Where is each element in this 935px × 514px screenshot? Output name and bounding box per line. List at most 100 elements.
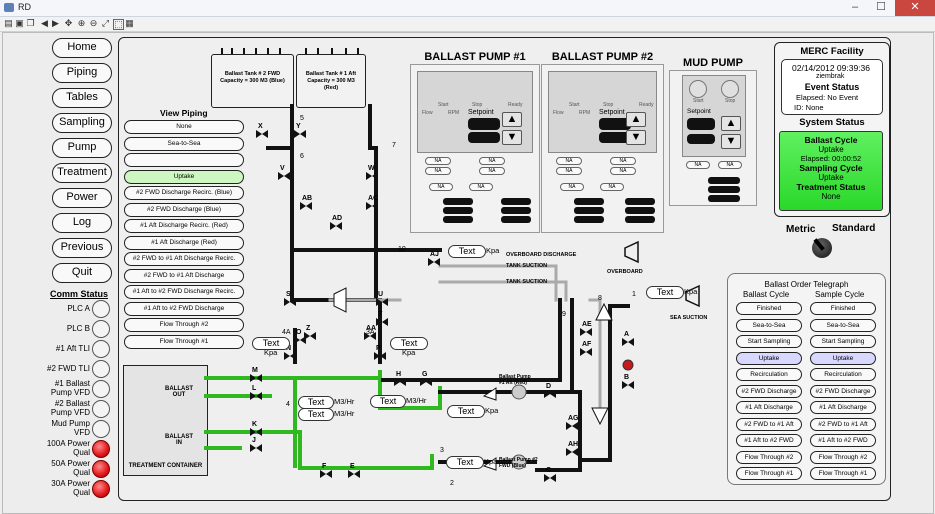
telegraph-sample-button[interactable]: #1 Aft to #2 FWD — [810, 434, 876, 447]
mud-setpoint-down-button[interactable]: ▼ — [721, 134, 741, 149]
telegraph-ballast-button[interactable]: Recirculation — [736, 368, 802, 381]
valve-af-icon[interactable]: AF — [580, 341, 592, 356]
telegraph-ballast-button[interactable]: Sea-to-Sea — [736, 318, 802, 332]
valve-f-icon[interactable]: F — [320, 463, 332, 478]
units-knob[interactable] — [812, 238, 832, 258]
close-icon[interactable]: ✕ — [895, 0, 935, 16]
view-piping-option[interactable]: #2 FWD to #1 Aft Discharge — [124, 268, 244, 283]
mud-setpoint-up-button[interactable]: ▲ — [721, 116, 741, 131]
sea-chest-valve-icon[interactable] — [622, 359, 634, 371]
setpoint-up-button[interactable]: ▲ — [626, 112, 646, 127]
ballast-pump-1-icon[interactable] — [511, 384, 527, 400]
view-piping-option[interactable]: Uptake — [124, 169, 244, 184]
mud-start-button[interactable] — [689, 80, 707, 98]
valve-n-icon[interactable]: N — [284, 345, 296, 360]
valve-aa-icon[interactable]: AA — [364, 325, 376, 340]
mud-stop-button[interactable] — [721, 80, 739, 98]
valve-s-icon[interactable]: S — [284, 291, 296, 306]
valve-w-icon[interactable]: W — [366, 165, 378, 180]
telegraph-ballast-button[interactable]: Flow Through #2 — [736, 450, 802, 464]
zoom-in-icon[interactable]: ⊕ — [77, 18, 86, 28]
valve-u-icon[interactable]: U — [376, 291, 388, 306]
view-piping-option[interactable]: #1 Aft Discharge (Red) — [124, 235, 244, 250]
nav-power-button[interactable]: Power — [52, 188, 112, 208]
view-piping-option[interactable]: Flow Through #1 — [124, 334, 244, 349]
telegraph-sample-button[interactable]: #2 FWD to #1 Aft — [810, 417, 876, 431]
valve-t-icon[interactable]: T — [376, 311, 388, 326]
nav-treatment-button[interactable]: Treatment — [52, 163, 112, 183]
telegraph-ballast-button[interactable]: #1 Aft to #2 FWD — [736, 434, 802, 447]
telegraph-sample-button[interactable]: Sea-to-Sea — [810, 318, 876, 332]
telegraph-ballast-button[interactable]: Uptake — [736, 351, 802, 365]
setpoint-down-button[interactable]: ▼ — [502, 130, 522, 145]
pan-icon[interactable]: ✥ — [64, 18, 73, 28]
valve-d-icon[interactable]: D — [544, 383, 556, 398]
grid-icon[interactable]: ▦ — [125, 18, 134, 28]
valve-x-icon[interactable]: X — [256, 123, 268, 138]
valve-ab-icon[interactable]: AB — [300, 195, 312, 210]
valve-c-icon[interactable]: C — [544, 467, 556, 482]
telegraph-sample-button[interactable]: #1 Aft Discharge — [810, 401, 876, 414]
valve-ac-icon[interactable]: AC — [366, 195, 378, 210]
valve-e-icon[interactable]: E — [348, 463, 360, 478]
valve-k-icon[interactable]: K — [250, 421, 262, 436]
nav-sampling-button[interactable]: Sampling — [52, 113, 112, 133]
setpoint-down-button[interactable]: ▼ — [626, 130, 646, 145]
telegraph-ballast-button[interactable]: #2 FWD Discharge — [736, 384, 802, 398]
copy-icon[interactable]: ❐ — [26, 18, 35, 28]
valve-o-icon[interactable]: O — [294, 329, 306, 344]
zoom-fit-icon[interactable]: ⤢ — [101, 18, 110, 28]
valve-v-icon[interactable]: V — [278, 165, 290, 180]
valve-ad-icon[interactable]: AD — [330, 215, 342, 230]
telegraph-sample-button[interactable]: Flow Through #1 — [810, 467, 876, 480]
telegraph-sample-button[interactable]: #2 FWD Discharge — [810, 384, 876, 398]
view-piping-option[interactable]: None — [124, 120, 244, 134]
nav-pump-button[interactable]: Pump — [52, 138, 112, 158]
telegraph-ballast-button[interactable]: Start Sampling — [736, 335, 802, 348]
view-piping-option[interactable]: #2 FWD Discharge (Blue) — [124, 202, 244, 217]
nav-tables-button[interactable]: Tables — [52, 88, 112, 108]
back-icon[interactable]: ◀ — [41, 18, 48, 28]
maximize-icon[interactable]: ☐ — [876, 1, 886, 13]
telegraph-ballast-button[interactable]: #1 Aft Discharge — [736, 401, 802, 414]
telegraph-sample-button[interactable]: Start Sampling — [810, 335, 876, 348]
valve-z-icon[interactable]: Z — [304, 325, 316, 340]
valve-y-icon[interactable]: Y — [294, 123, 306, 138]
telegraph-sample-button[interactable]: Finished — [810, 302, 876, 315]
valve-h-icon[interactable]: H — [394, 371, 406, 386]
valve-aj-icon[interactable]: AJ — [428, 251, 440, 266]
nav-home-button[interactable]: Home — [52, 38, 112, 58]
minimize-icon[interactable]: – — [851, 1, 859, 13]
nav-quit-button[interactable]: Quit — [52, 263, 112, 283]
save-icon[interactable]: ▣ — [15, 18, 24, 28]
view-piping-option[interactable]: #1 Aft to #2 FWD Discharge — [124, 301, 244, 316]
telegraph-ballast-button[interactable]: Finished — [736, 302, 802, 315]
telegraph-ballast-button[interactable]: Flow Through #1 — [736, 467, 802, 480]
view-piping-option[interactable]: Sea-to-Sea — [124, 136, 244, 151]
view-piping-option[interactable] — [124, 153, 244, 167]
forward-icon[interactable]: ▶ — [52, 18, 59, 28]
telegraph-sample-button[interactable]: Uptake — [810, 351, 876, 365]
valve-ae-icon[interactable]: AE — [580, 321, 592, 336]
nav-previous-button[interactable]: Previous — [52, 238, 112, 258]
view-piping-option[interactable]: #2 FWD to #1 Aft Discharge Recirc. — [124, 252, 244, 266]
telegraph-sample-button[interactable]: Flow Through #2 — [810, 450, 876, 464]
view-piping-option[interactable]: Flow Through #2 — [124, 318, 244, 332]
valve-j-icon[interactable]: J — [250, 437, 262, 452]
valve-a-icon[interactable]: A — [622, 331, 634, 346]
select-icon[interactable]: ⬚ — [113, 19, 124, 30]
view-piping-option[interactable]: #2 FWD Discharge Recirc. (Blue) — [124, 186, 244, 200]
valve-b-icon[interactable]: B — [622, 374, 634, 389]
nav-piping-button[interactable]: Piping — [52, 63, 112, 83]
nav-log-button[interactable]: Log — [52, 213, 112, 233]
valve-l-icon[interactable]: L — [250, 385, 262, 400]
valve-ag-icon[interactable]: AG — [566, 415, 579, 430]
valve-ah-icon[interactable]: AH — [566, 441, 578, 456]
view-piping-option[interactable]: #1 Aft Discharge Recirc. (Red) — [124, 219, 244, 233]
zoom-out-icon[interactable]: ⊖ — [89, 18, 98, 28]
print-icon[interactable]: ▤ — [4, 18, 13, 28]
view-piping-option[interactable]: #1 Aft to #2 FWD Discharge Recirc. — [124, 285, 244, 299]
telegraph-ballast-button[interactable]: #2 FWD to #1 Aft — [736, 417, 802, 431]
telegraph-sample-button[interactable]: Recirculation — [810, 368, 876, 381]
valve-g-icon[interactable]: G — [420, 371, 432, 386]
